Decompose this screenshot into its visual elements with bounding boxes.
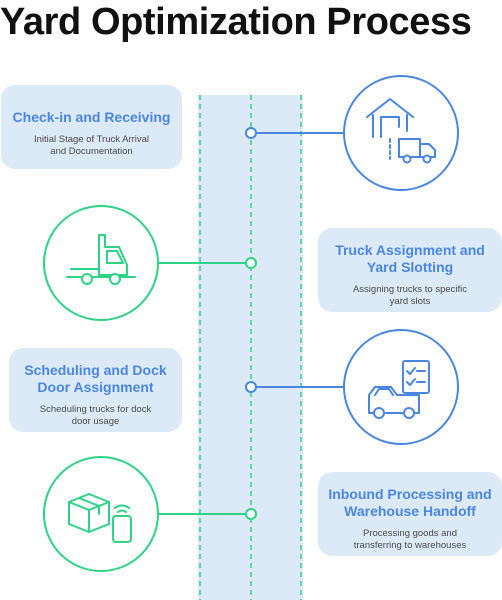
- step-subtitle: Assigning trucks to specific yard slots: [352, 284, 468, 307]
- step-card-1: Check-in and Receiving Initial Stage of …: [1, 85, 182, 169]
- step-card-4: Inbound Processing and Warehouse Handoff…: [318, 472, 502, 556]
- step-subtitle: Processing goods and transferring to war…: [353, 528, 467, 551]
- package-scanner-icon: [68, 493, 132, 543]
- node-3: [245, 381, 257, 393]
- warehouse-truck-icon: [366, 98, 436, 164]
- step-icon-circle-4: [43, 456, 159, 572]
- truck-checklist-icon: [368, 360, 430, 419]
- step-subtitle: Initial Stage of Truck Arrival and Docum…: [33, 134, 150, 157]
- step-icon-circle-2: [43, 205, 159, 321]
- step-card-2: Truck Assignment and Yard Slotting Assig…: [318, 228, 502, 312]
- step-title: Scheduling and Dock Door Assignment: [24, 362, 167, 395]
- step-title: Inbound Processing and Warehouse Handoff: [328, 486, 492, 519]
- step-title: Truck Assignment and Yard Slotting: [335, 242, 485, 275]
- step-subtitle: Scheduling trucks for dock door usage: [39, 404, 152, 427]
- semi-truck-icon: [66, 234, 136, 285]
- step-title: Check-in and Receiving: [12, 109, 171, 125]
- step-icon-circle-3: [343, 329, 459, 445]
- step-card-3: Scheduling and Dock Door Assignment Sche…: [9, 348, 182, 432]
- node-4: [245, 508, 257, 520]
- step-icon-circle-1: [343, 75, 459, 191]
- page-title: Yard Optimization Process: [0, 1, 472, 43]
- node-2: [245, 257, 257, 269]
- node-1: [245, 127, 257, 139]
